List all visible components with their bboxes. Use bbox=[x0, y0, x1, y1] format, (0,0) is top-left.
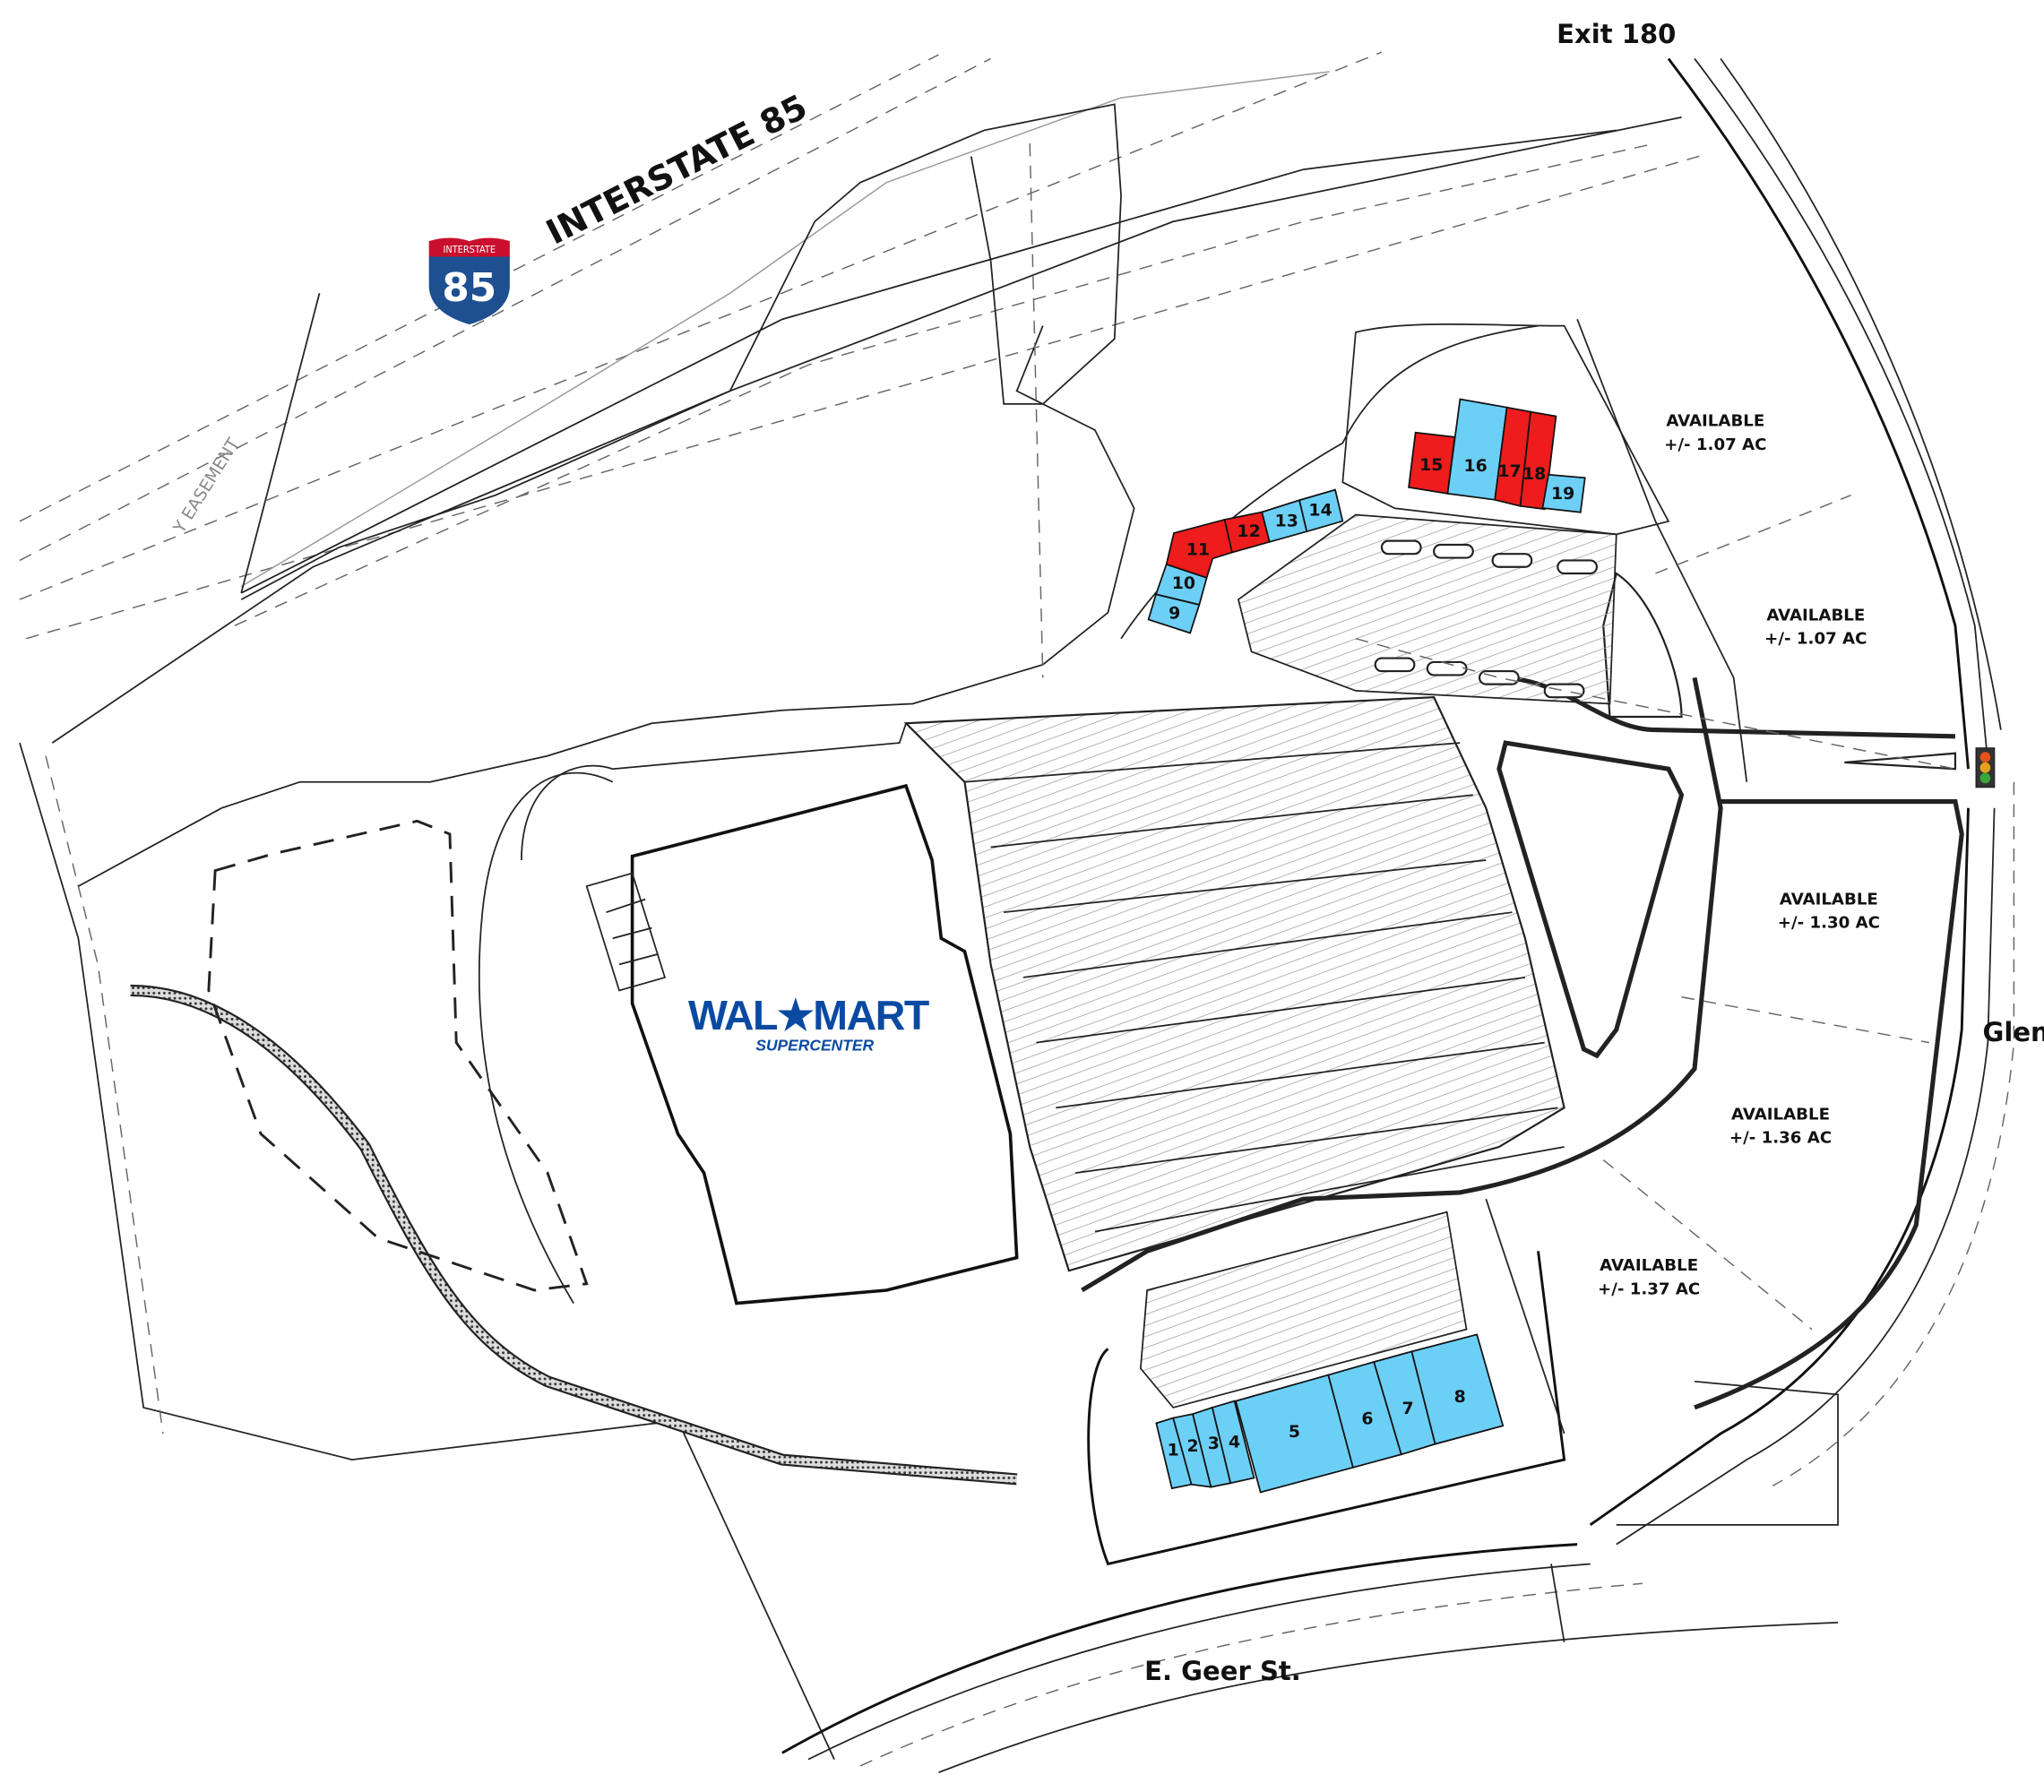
exit-label: Exit 180 bbox=[1557, 19, 1676, 49]
unit-label: 8 bbox=[1454, 1387, 1466, 1407]
north-parking-lot bbox=[1237, 323, 1670, 705]
unit-label: 19 bbox=[1551, 484, 1574, 504]
interstate-label: INTERSTATE 85 bbox=[539, 87, 813, 253]
parcel-size: +/- 1.37 AC bbox=[1598, 1279, 1700, 1298]
e-geer-street-label: E. Geer St. bbox=[1144, 1656, 1301, 1686]
pond-outline bbox=[207, 819, 589, 1292]
glen-road-label: Glen bbox=[1983, 1017, 2044, 1047]
walmart-supercenter: WAL★MART SUPERCENTER bbox=[585, 783, 1019, 1305]
traffic-light-icon bbox=[1975, 747, 1996, 788]
walmart-logo: WAL★MART bbox=[688, 992, 929, 1038]
easement-label: Y EASEMENT bbox=[169, 435, 244, 538]
available-parcel-2[interactable]: AVAILABLE +/- 1.07 AC bbox=[1764, 606, 1867, 648]
unit-label: 9 bbox=[1169, 604, 1180, 624]
unit-4[interactable] bbox=[1211, 1400, 1255, 1485]
parcel-title: AVAILABLE bbox=[1780, 890, 1878, 909]
unit-label: 18 bbox=[1522, 464, 1546, 484]
retail-building-north: 15 16 17 18 19 bbox=[1408, 398, 1586, 513]
unit-14[interactable] bbox=[1298, 488, 1344, 533]
shield-top bbox=[428, 237, 510, 257]
interstate-shield-icon: INTERSTATE 85 bbox=[428, 237, 510, 325]
shield-top-text: INTERSTATE bbox=[443, 244, 496, 255]
parcel-title: AVAILABLE bbox=[1731, 1105, 1830, 1124]
parcel-title: AVAILABLE bbox=[1600, 1256, 1698, 1275]
unit-label: 1 bbox=[1168, 1440, 1179, 1460]
available-parcel-3[interactable]: AVAILABLE +/- 1.30 AC bbox=[1778, 890, 1880, 932]
unit-label: 6 bbox=[1361, 1409, 1373, 1429]
unit-label: 3 bbox=[1208, 1434, 1220, 1453]
unit-label: 14 bbox=[1308, 501, 1332, 521]
available-parcel-5[interactable]: AVAILABLE +/- 1.37 AC bbox=[1598, 1256, 1700, 1298]
unit-label: 12 bbox=[1237, 521, 1260, 541]
unit-8[interactable] bbox=[1410, 1333, 1505, 1445]
unit-19[interactable] bbox=[1541, 473, 1586, 513]
south-parking-lot bbox=[1087, 1198, 1566, 1566]
main-parking-lot bbox=[903, 696, 1565, 1272]
retail-building-south: 1 2 3 4 5 6 7 8 bbox=[1155, 1333, 1505, 1494]
unit-label: 2 bbox=[1186, 1436, 1198, 1456]
parcel-size: +/- 1.36 AC bbox=[1729, 1129, 1832, 1148]
parcel-boundaries bbox=[1355, 495, 1956, 1331]
available-parcel-1[interactable]: AVAILABLE +/- 1.07 AC bbox=[1664, 412, 1766, 454]
unit-label: 15 bbox=[1419, 455, 1443, 475]
unit-label: 5 bbox=[1289, 1422, 1300, 1442]
unit-label: 7 bbox=[1401, 1399, 1413, 1418]
interstate-linework bbox=[19, 51, 1708, 1761]
e-geer-street bbox=[781, 1543, 1839, 1773]
unit-label: 17 bbox=[1497, 461, 1521, 481]
unit-label: 4 bbox=[1229, 1433, 1240, 1452]
parcel-size: +/- 1.30 AC bbox=[1778, 914, 1880, 933]
walmart-logo-sub: SUPERCENTER bbox=[755, 1036, 874, 1054]
retail-building-west: 9 10 11 12 13 14 bbox=[1147, 488, 1344, 634]
unit-label: 10 bbox=[1172, 573, 1195, 593]
parcel-size: +/- 1.07 AC bbox=[1664, 435, 1766, 454]
unit-label: 11 bbox=[1186, 539, 1210, 559]
available-parcel-4[interactable]: AVAILABLE +/- 1.36 AC bbox=[1729, 1105, 1832, 1147]
parcel-title: AVAILABLE bbox=[1766, 606, 1865, 625]
unit-label: 13 bbox=[1275, 511, 1298, 530]
parcel-title: AVAILABLE bbox=[1666, 412, 1764, 431]
shield-number: 85 bbox=[442, 266, 496, 311]
parcel-size: +/- 1.07 AC bbox=[1764, 630, 1867, 649]
unit-label: 16 bbox=[1464, 456, 1488, 476]
glen-road bbox=[1589, 57, 2015, 1546]
